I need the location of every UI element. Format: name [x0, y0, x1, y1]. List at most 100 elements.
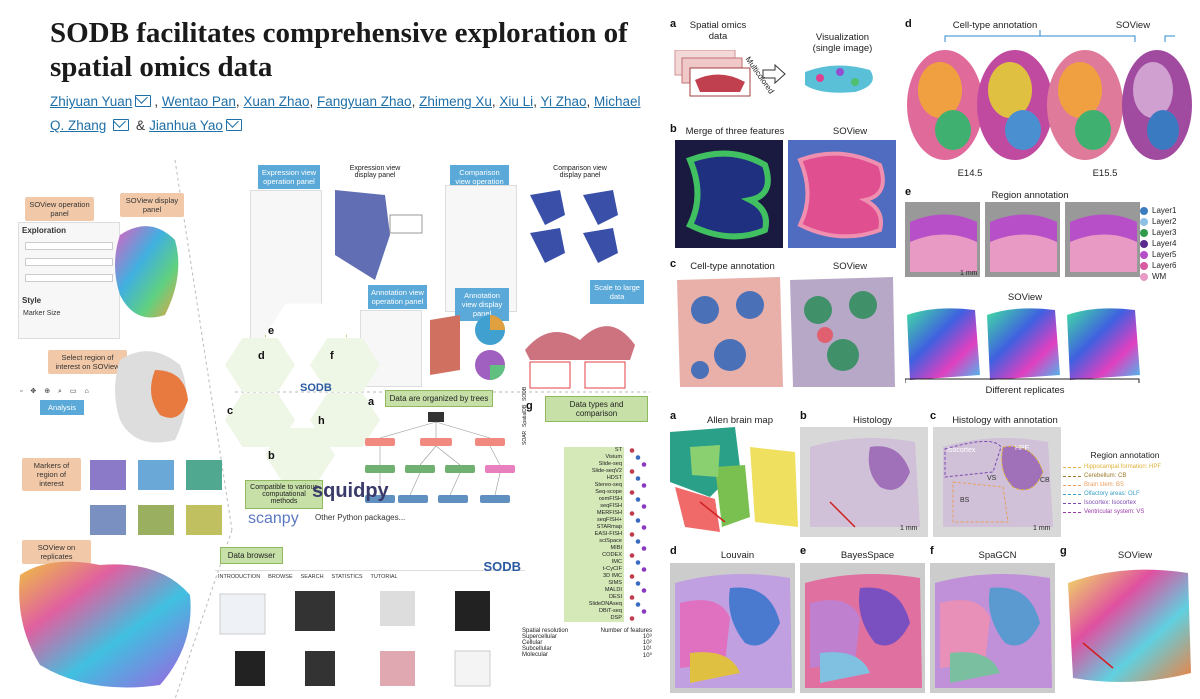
layer-swatch: [1140, 206, 1148, 215]
replicates-bracket: [905, 378, 1140, 383]
rt-d-age-2: E15.5: [1092, 168, 1118, 179]
right-top-figure: a Spatial omics data Multicolored Visual…: [665, 0, 1200, 400]
author-separator: ,: [309, 94, 317, 109]
rt-d-embryos: [907, 30, 1192, 160]
author-separator: [106, 118, 110, 133]
feature-select-3[interactable]: [25, 274, 113, 282]
rt-c-images: [677, 277, 895, 387]
comparison-display-image: [530, 190, 618, 263]
author-link[interactable]: Wentao Pan: [161, 94, 236, 109]
author-link[interactable]: Jianhua Yao: [149, 118, 223, 133]
rt-a-diagram: [674, 50, 873, 97]
feature-select-2[interactable]: [25, 258, 113, 266]
annotation-display-image: [430, 315, 505, 380]
resolution-item: Supercellular: [522, 634, 558, 640]
feature-select-1[interactable]: [25, 242, 113, 250]
tech-name: t-CyCIF: [602, 566, 622, 572]
panel-letter-c: c: [227, 405, 234, 417]
layer-name: Layer5: [1152, 250, 1177, 259]
region-name: Brain stem: BS: [1084, 482, 1125, 488]
tech-name: HDST: [606, 475, 622, 481]
tech-name: EASI-FISH: [594, 531, 622, 537]
tech-dot: [629, 532, 635, 537]
legend-features-title: Number of features: [600, 628, 652, 634]
data-types-label: Data types and comparison: [545, 396, 648, 422]
tech-dot: [629, 469, 635, 474]
tech-dot: [629, 448, 635, 453]
mail-icon[interactable]: [113, 119, 130, 131]
browser-nav-item[interactable]: SEARCH: [300, 574, 324, 580]
tech-name: MIBI: [610, 545, 623, 551]
browser-nav-item[interactable]: STATISTICS: [331, 574, 363, 580]
panel-letter-h: h: [318, 415, 325, 427]
browser-nav-item[interactable]: INTRODUCTION: [218, 574, 261, 580]
tech-name: MALDI: [604, 587, 622, 593]
sodb-hex-logo: SODB: [300, 382, 332, 394]
tech-dot: [641, 483, 647, 488]
roi-toolbar[interactable]: ▫ ✥ ⊕ ⌕ ▭ ⌂: [20, 388, 92, 395]
rb-letter-g: g: [1060, 545, 1067, 557]
layer-legend-item: Layer3: [1140, 227, 1176, 238]
rb-letter-e: e: [800, 545, 807, 557]
tech-name: Slide-seq: [598, 461, 622, 467]
marker-maps: [90, 460, 222, 535]
author-link[interactable]: Fangyuan Zhao: [317, 94, 412, 109]
author-link[interactable]: Zhimeng Xu: [419, 94, 492, 109]
tech-dots: [629, 448, 647, 621]
rt-b-right-title: SOView: [832, 126, 868, 137]
region-line: [1063, 467, 1081, 468]
rb-a-title: Allen brain map: [706, 415, 773, 426]
tech-name: Visium: [605, 454, 622, 460]
annotation-disp-label: Annotation view display panel: [455, 288, 509, 321]
tech-name: SIMS: [608, 580, 622, 586]
tech-dot: [641, 609, 647, 614]
rt-c-left-title: Cell-type annotation: [690, 261, 775, 272]
compatible-label: Compatible to various computational meth…: [245, 480, 323, 509]
region-line: [1063, 512, 1081, 513]
select-roi-label: Select region of interest on SOView: [48, 350, 127, 374]
replicates-image: [19, 561, 191, 688]
rt-a-input-label: Spatial omics data: [689, 20, 747, 42]
histology-image: [800, 427, 928, 537]
author-link[interactable]: Yi Zhao: [540, 94, 587, 109]
rb-c-label-hpf: HPF: [1015, 445, 1029, 452]
rt-e-soview-title: SOView: [1007, 292, 1043, 303]
layer-name: Layer4: [1152, 239, 1177, 248]
author-link[interactable]: Michael Q. Zhang: [50, 94, 641, 133]
rb-c-scale: 1 mm: [1033, 525, 1051, 532]
rb-letter-a: a: [670, 410, 677, 422]
mail-icon[interactable]: [225, 119, 242, 131]
browser-nav-item[interactable]: TUTORIAL: [370, 574, 398, 580]
rb-b-scale: 1 mm: [900, 525, 918, 532]
article-title: SODB facilitates comprehensive explorati…: [50, 17, 628, 83]
squidpy-logo: squidpy: [312, 480, 389, 502]
mail-icon[interactable]: [135, 95, 152, 107]
soview-operation-panel-label: SOView operation panel: [25, 197, 94, 221]
author-and: &: [136, 118, 146, 133]
replicates-label: SOView on replicates: [22, 540, 91, 564]
exploration-panel: Exploration Style Marker Size: [18, 222, 120, 339]
analysis-button[interactable]: Analysis: [40, 400, 84, 415]
rt-a-output-label: Visualization (single image): [812, 32, 873, 54]
resolution-item: Cellular: [522, 640, 543, 646]
layer-legend-item: Layer1: [1140, 205, 1176, 216]
author-link[interactable]: Zhiyuan Yuan: [50, 94, 133, 109]
author-link[interactable]: Xuan Zhao: [243, 94, 310, 109]
right-bottom-figure: a Allen brain map b Histology 1 mm c His…: [665, 405, 1200, 699]
markers-roi-label: Markers of region of interest: [22, 458, 81, 491]
browser-nav-item[interactable]: BROWSE: [268, 574, 293, 580]
comparison-disp-label: Comparison view display panel: [553, 165, 607, 179]
rt-e-soview-images: [907, 308, 1140, 380]
histology-annotated-image: [933, 427, 1061, 537]
panel-letter-e: e: [268, 325, 275, 337]
rb-c-label-vs: VS: [987, 475, 997, 482]
region-legend-item: Isocortex: Isocortex: [1063, 499, 1161, 508]
layer-swatch: [1140, 228, 1148, 237]
layer-name: Layer6: [1152, 261, 1177, 270]
organized-by-trees-label: Data are organized by trees: [385, 390, 493, 407]
author-link[interactable]: Xiu Li: [499, 94, 534, 109]
rt-letter-e: e: [905, 186, 912, 198]
tech-name: seqFISH: [600, 503, 622, 509]
